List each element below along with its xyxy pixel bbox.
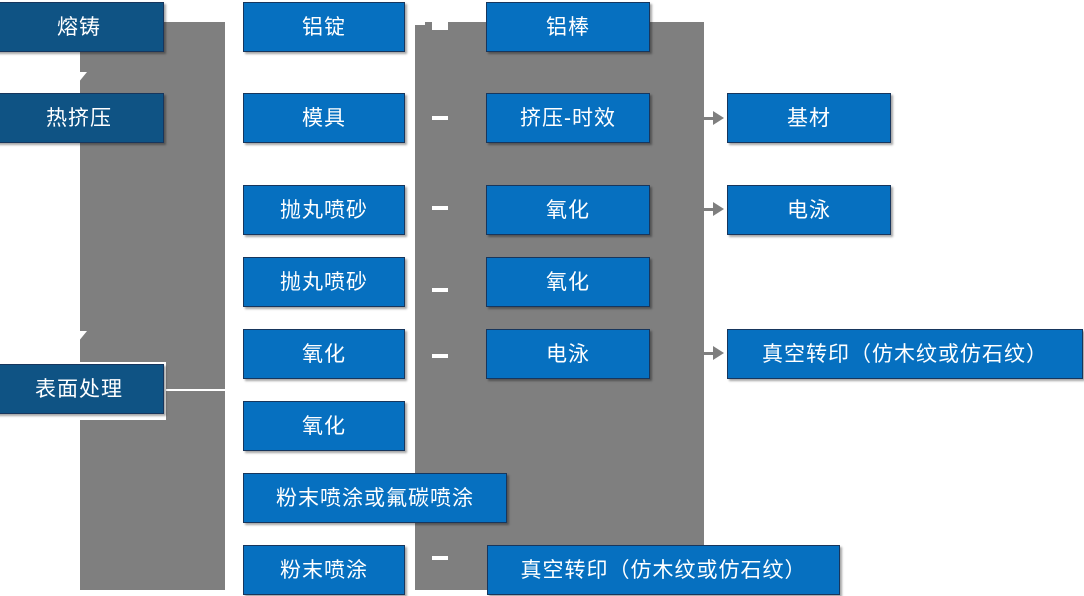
- process-box-electrophoresis-col3[interactable]: 电泳: [486, 326, 653, 379]
- arrowhead-to-oxidation-1: [225, 345, 238, 363]
- process-label-mold: 模具: [302, 106, 346, 130]
- process-label-aluminum-ingot: 铝锭: [302, 15, 346, 39]
- arrow-stem-vacuum-transfer: [704, 352, 717, 355]
- result-box-base-material[interactable]: 基材: [727, 90, 894, 143]
- stage-box-hot-extrude[interactable]: 热挤压: [0, 93, 164, 143]
- bridge-seg-5: [432, 358, 448, 556]
- process-box-extrude-aging[interactable]: 挤压-时效: [486, 90, 653, 143]
- notch-bar-top: [415, 22, 425, 25]
- arrowhead-vacuum-transfer: [713, 346, 724, 360]
- bridge-seg-4: [432, 292, 448, 354]
- result-label-base-material: 基材: [787, 106, 831, 130]
- process-box-oxidation-col3-2[interactable]: 氧化: [486, 254, 653, 307]
- arrowhead-electrophoresis: [713, 202, 724, 216]
- arrowhead-to-mold: [225, 109, 238, 127]
- arrowhead-to-aluminum-ingot: [225, 18, 238, 36]
- stage-box-melt-cast[interactable]: 熔铸: [0, 2, 164, 52]
- arrowhead-to-shot-blast-1: [225, 201, 238, 219]
- arrow-stem-base-material: [704, 117, 717, 120]
- process-label-oxidation-2: 氧化: [302, 414, 346, 438]
- process-label-powder-or-fluorocarbon: 粉末喷涂或氟碳喷涂: [276, 486, 474, 510]
- arrowhead-to-powder-coating: [225, 561, 238, 579]
- bridge-seg-1: [432, 30, 448, 116]
- process-box-powder-or-fluorocarbon[interactable]: 粉末喷涂或氟碳喷涂: [243, 470, 510, 523]
- process-label-oxidation-1: 氧化: [302, 342, 346, 366]
- process-label-aluminum-bar: 铝棒: [546, 15, 590, 39]
- process-box-mold[interactable]: 模具: [243, 90, 408, 143]
- result-box-electrophoresis[interactable]: 电泳: [727, 182, 894, 235]
- arrowhead-base-material: [713, 111, 724, 125]
- arrow-stem-electrophoresis: [704, 208, 717, 211]
- stage-box-surface-treatment[interactable]: 表面处理: [0, 364, 164, 414]
- process-box-oxidation-1[interactable]: 氧化: [243, 326, 408, 379]
- process-label-oxidation-col3-2: 氧化: [546, 270, 590, 294]
- process-box-aluminum-ingot[interactable]: 铝锭: [243, 0, 408, 52]
- arrow-down-melt-to-extrude: [69, 72, 87, 83]
- process-box-oxidation-col3-1[interactable]: 氧化: [486, 182, 653, 235]
- process-box-shot-blast-2[interactable]: 抛丸喷砂: [243, 254, 408, 307]
- process-box-powder-coating[interactable]: 粉末喷涂: [243, 542, 408, 595]
- process-label-powder-coating: 粉末喷涂: [280, 558, 368, 582]
- connector-surface-to-band: [164, 389, 226, 391]
- arrow-down-extrude-to-surface: [69, 331, 87, 342]
- bridge-seg-2: [432, 120, 448, 206]
- stage-label-surface-treatment: 表面处理: [35, 377, 123, 401]
- process-box-shot-blast-1[interactable]: 抛丸喷砂: [243, 182, 408, 235]
- process-box-vacuum-transfer-col3[interactable]: 真空转印（仿木纹或仿石纹）: [487, 542, 843, 595]
- arrowhead-to-shot-blast-2: [225, 273, 238, 291]
- band-column2-bar: [415, 22, 432, 590]
- process-label-vacuum-transfer-col3: 真空转印（仿木纹或仿石纹）: [520, 558, 807, 582]
- result-box-vacuum-transfer[interactable]: 真空转印（仿木纹或仿石纹）: [727, 326, 1084, 379]
- stage-label-melt-cast: 熔铸: [57, 15, 101, 39]
- stage-label-hot-extrude: 热挤压: [46, 106, 112, 130]
- process-box-oxidation-2[interactable]: 氧化: [243, 398, 408, 451]
- process-label-extrude-aging: 挤压-时效: [520, 106, 616, 130]
- process-label-oxidation-col3-1: 氧化: [546, 198, 590, 222]
- process-label-shot-blast-2: 抛丸喷砂: [280, 270, 368, 294]
- process-label-shot-blast-1: 抛丸喷砂: [280, 198, 368, 222]
- process-box-aluminum-bar[interactable]: 铝棒: [486, 0, 653, 52]
- process-label-electrophoresis-col3: 电泳: [546, 342, 590, 366]
- result-label-electrophoresis: 电泳: [787, 198, 831, 222]
- arrowhead-to-oxidation-2: [225, 417, 238, 435]
- bridge-seg-3: [432, 210, 448, 288]
- result-label-vacuum-transfer: 真空转印（仿木纹或仿石纹）: [762, 342, 1048, 366]
- arrowhead-to-powder-or-fluorocarbon: [225, 489, 238, 507]
- bridge-seg-6: [432, 560, 448, 590]
